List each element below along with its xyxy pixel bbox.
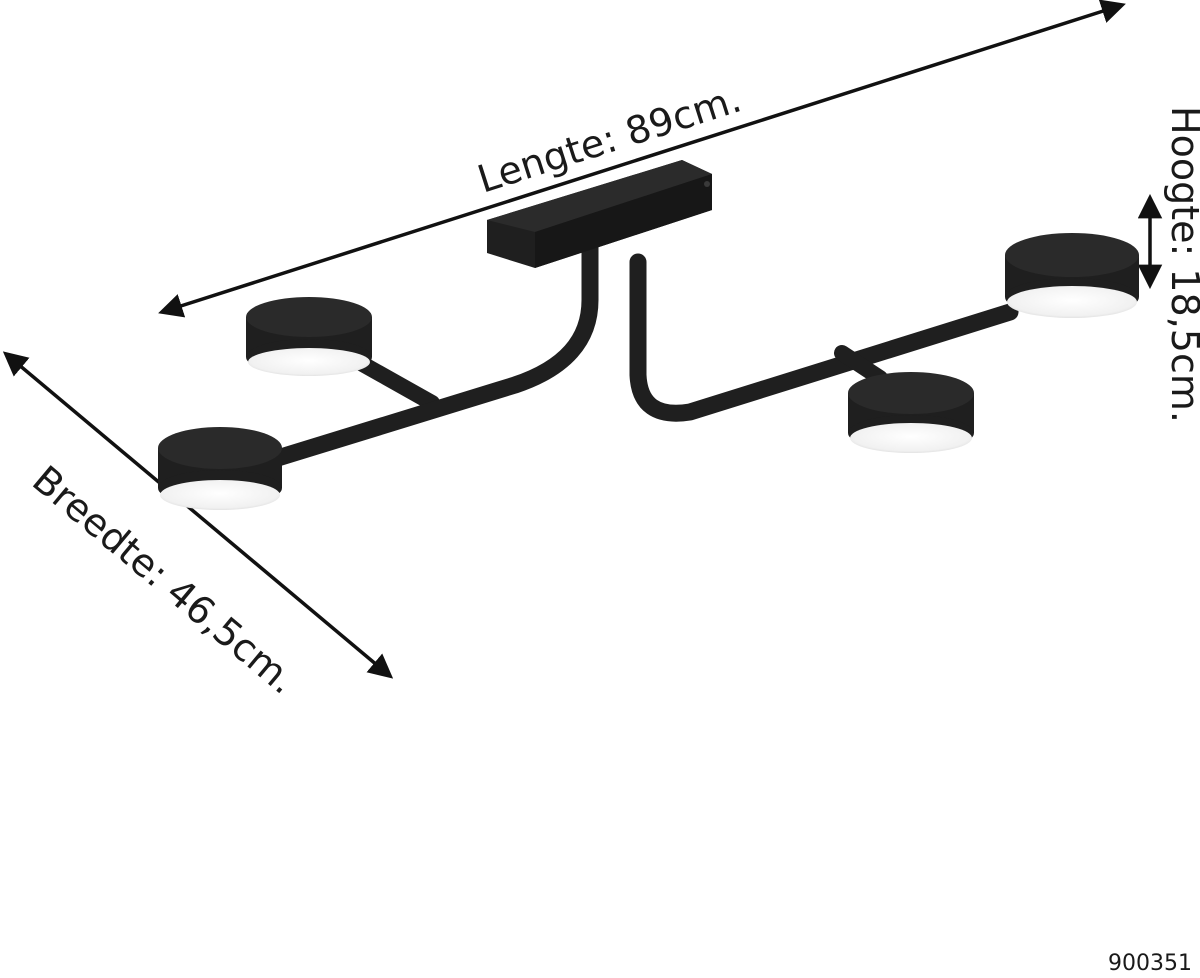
width-arrow <box>2 351 394 679</box>
spotlight-front-left <box>158 427 282 510</box>
canopy <box>487 160 712 268</box>
arm-front-right <box>834 345 888 386</box>
height-label: Hoogte: 18,5cm. <box>1163 106 1200 423</box>
spotlight-back-left <box>246 297 372 376</box>
bar-left <box>246 221 599 474</box>
spotlight-back-right <box>1005 233 1139 318</box>
product-code: 900351 <box>1108 951 1192 976</box>
bar-right <box>629 253 1019 422</box>
ceiling-lamp <box>158 160 1139 510</box>
spotlight-front-right <box>848 372 974 453</box>
length-arrow <box>158 0 1126 318</box>
